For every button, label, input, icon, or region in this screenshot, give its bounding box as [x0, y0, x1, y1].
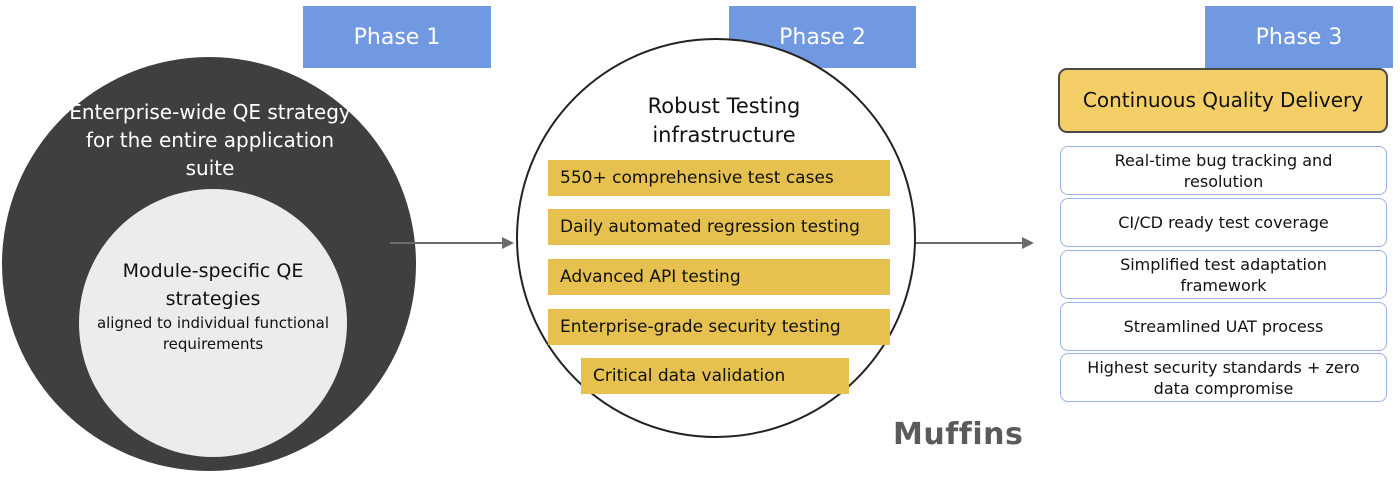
module-strategy-title: Module-specific QE strategies [122, 260, 304, 310]
testing-infrastructure-title: Robust Testing infrastructure [647, 94, 801, 147]
delivery-item: Streamlined UAT process [1060, 302, 1387, 351]
testing-item: 550+ comprehensive test cases [548, 160, 890, 196]
continuous-quality-delivery-box: Continuous Quality Delivery [1058, 68, 1388, 133]
enterprise-strategy-text: Enterprise-wide QE strategy for the enti… [69, 100, 351, 180]
testing-item: Daily automated regression testing [548, 209, 890, 245]
delivery-item: CI/CD ready test coverage [1060, 198, 1387, 247]
muffins-logo: Muffins [893, 417, 1024, 452]
delivery-item: Simplified test adaptation framework [1060, 250, 1387, 299]
testing-item: Enterprise-grade security testing [548, 309, 890, 345]
arrow-phase1-to-phase2 [390, 237, 514, 249]
arrow-phase2-to-phase3 [908, 237, 1034, 249]
testing-item: Critical data validation [581, 358, 849, 394]
delivery-item: Highest security standards + zero data c… [1060, 353, 1387, 402]
module-strategy-circle [79, 189, 347, 457]
phase-3-tab: Phase 3 [1205, 6, 1393, 68]
phase-1-tab: Phase 1 [303, 6, 491, 68]
testing-item: Advanced API testing [548, 259, 890, 295]
delivery-item: Real-time bug tracking and resolution [1060, 146, 1387, 195]
module-strategy-subtitle: aligned to individual functional require… [96, 314, 330, 353]
